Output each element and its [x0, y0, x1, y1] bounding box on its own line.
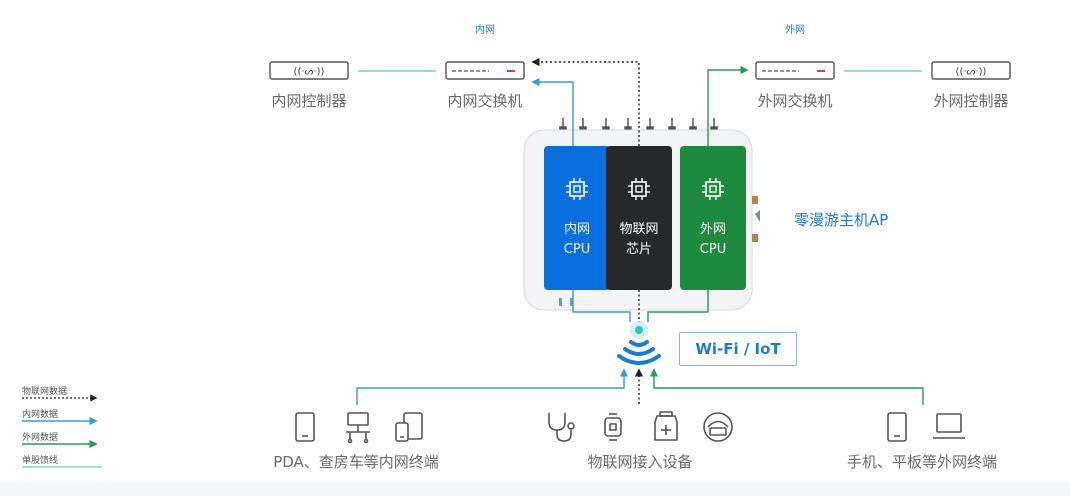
inner-controller-icon: ((·ᔕ·)) — [269, 61, 349, 80]
bottom-strip — [0, 482, 1070, 496]
infusion-icon — [654, 411, 678, 441]
outer-switch-label: 外网交换机 — [757, 92, 833, 110]
inner-cpu-line2: CPU — [563, 242, 591, 257]
tablet-icon — [395, 412, 423, 442]
phone-icon — [887, 412, 907, 442]
inner-terminals-label: PDA、查房车等内网终端 — [273, 453, 439, 471]
inner-cpu-line1: 内网 — [563, 222, 590, 237]
rounds-cart-icon — [346, 412, 370, 444]
pda-icon — [295, 412, 315, 442]
outer-cpu-card: 外网 CPU — [680, 146, 746, 290]
ap-name-label: 零漫游主机AP — [794, 211, 889, 229]
wifi-icon — [617, 340, 661, 365]
outer-controller-label: 外网控制器 — [933, 92, 1009, 110]
outer-net-tag: 外网 — [785, 25, 805, 36]
legend-iot-label: 物联网数据 — [22, 387, 68, 397]
wearable-icon — [604, 413, 622, 441]
outer-switch-icon — [755, 61, 835, 80]
outer-cpu-line2: CPU — [699, 242, 727, 257]
stethoscope-icon — [548, 413, 575, 442]
iot-chip-card: 物联网 芯片 — [606, 146, 672, 290]
inner-switch-icon — [445, 61, 525, 80]
chip-icon — [702, 178, 724, 200]
inner-controller-label: 内网控制器 — [271, 92, 347, 110]
chip-icon — [566, 178, 588, 200]
inner-uplink-path — [531, 77, 574, 146]
outer-terminals-label: 手机、平板等外网终端 — [846, 453, 997, 471]
inner-switch-label: 内网交换机 — [447, 92, 523, 110]
legend-graphics — [22, 394, 102, 468]
iot-chip-line1: 物联网 — [619, 222, 659, 237]
iot-uplink-path — [531, 57, 640, 146]
legend-outer-label: 外网数据 — [22, 433, 59, 443]
legend-feed-label: 单股馈线 — [22, 456, 59, 466]
wifi-iot-badge: Wi-Fi / IoT — [679, 332, 797, 366]
chip-icon — [628, 178, 650, 200]
outer-controller-icon: ((·ᔕ·)) — [931, 61, 1011, 80]
inner-down-path — [572, 290, 631, 322]
laptop-icon — [933, 413, 965, 439]
inner-cpu-card: 内网 CPU — [544, 146, 610, 290]
svg-text:((·ᔕ·)): ((·ᔕ·)) — [956, 67, 987, 78]
inner-terminal-path — [356, 368, 629, 405]
outer-uplink-path — [707, 65, 749, 146]
iot-devices-label: 物联网接入设备 — [587, 453, 693, 471]
inner-net-tag: 内网 — [475, 25, 495, 36]
outer-down-path — [647, 290, 709, 322]
legend-inner-label: 内网数据 — [22, 410, 59, 420]
feed-dot — [635, 326, 643, 334]
rfid-tag-icon — [703, 412, 733, 442]
svg-text:((·ᔕ·)): ((·ᔕ·)) — [294, 67, 325, 78]
outer-cpu-line1: 外网 — [699, 222, 726, 237]
outer-terminal-path — [649, 368, 924, 405]
iot-chip-line2: 芯片 — [625, 242, 652, 257]
